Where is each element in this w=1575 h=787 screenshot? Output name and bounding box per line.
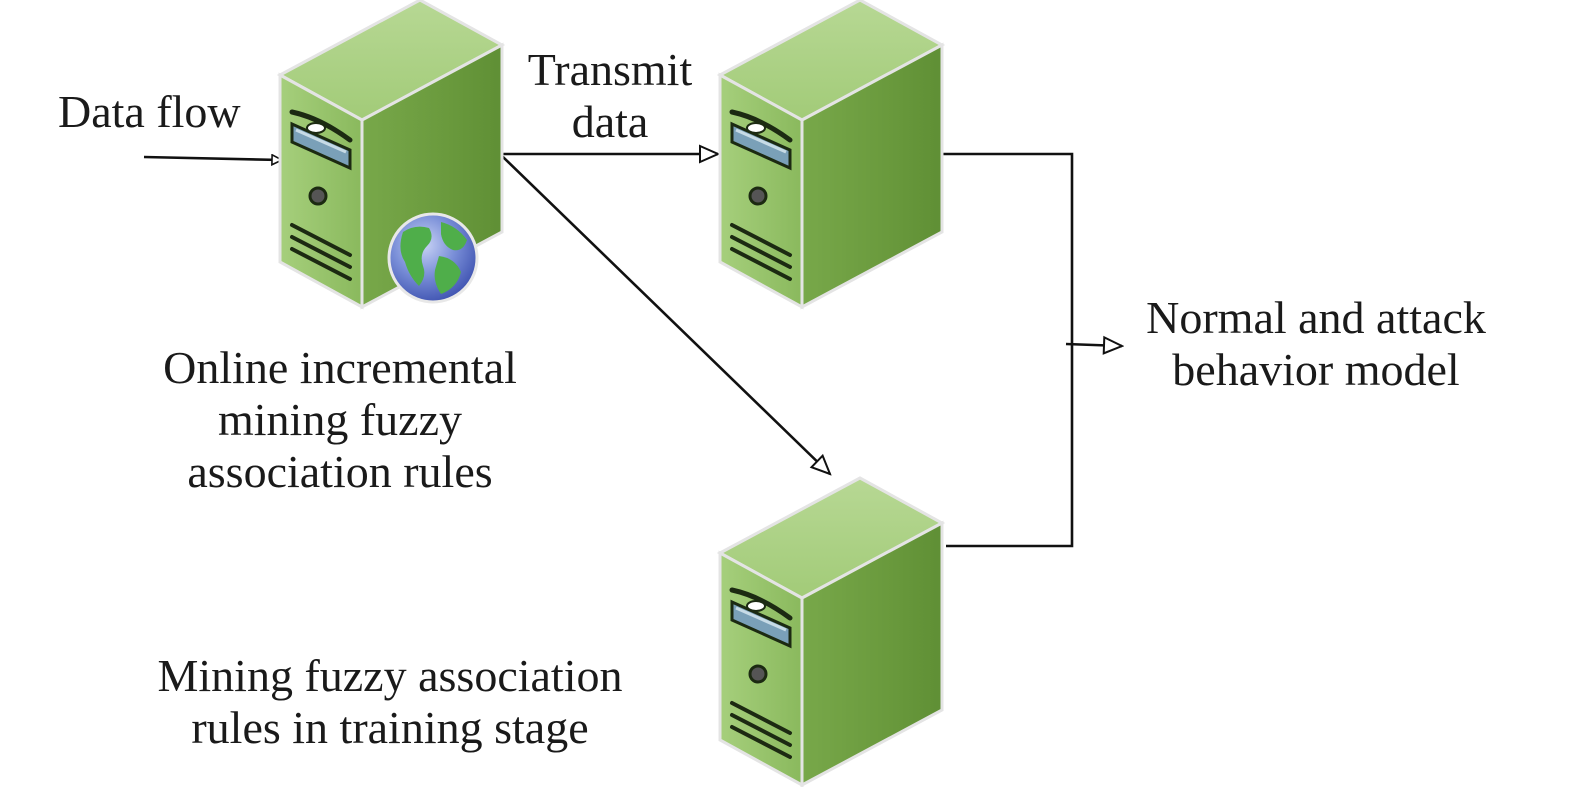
model-line-2: behavior model: [1172, 344, 1460, 395]
globe-icon: [387, 212, 479, 304]
online-mining-label: Online incremental mining fuzzy associat…: [120, 342, 560, 498]
transmit-line-2: data: [571, 96, 649, 147]
transmit-data-label: Transmit data: [510, 44, 710, 148]
data-flow-text: Data flow: [58, 86, 241, 137]
online-line-3: association rules: [187, 446, 493, 497]
online-line-1: Online incremental: [163, 342, 517, 393]
receiver-server-icon: [720, 0, 942, 307]
training-line-1: Mining fuzzy association: [157, 650, 623, 701]
model-line-1: Normal and attack: [1146, 292, 1486, 343]
model-arrow: [1065, 344, 1122, 346]
transmit-line-1: Transmit: [527, 44, 693, 95]
data-flow-arrow: [143, 157, 282, 160]
training-mining-label: Mining fuzzy association rules in traini…: [110, 650, 670, 754]
online-line-2: mining fuzzy: [218, 394, 462, 445]
top-server-connector: [942, 152, 1074, 548]
behavior-model-label: Normal and attack behavior model: [1116, 292, 1516, 396]
training-arrow: [501, 155, 830, 474]
training-line-2: rules in training stage: [191, 702, 589, 753]
data-flow-label: Data flow: [58, 86, 241, 138]
training-server-icon: [720, 478, 942, 785]
